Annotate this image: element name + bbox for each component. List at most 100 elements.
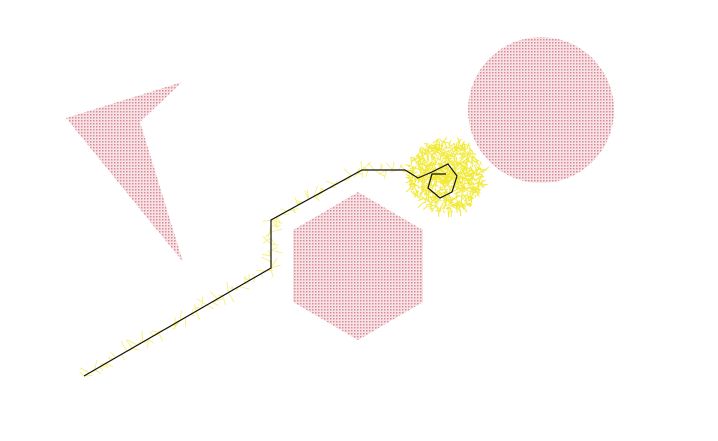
tree-branch [190,307,195,315]
tree-branch [270,258,278,269]
tree-branch [479,161,483,166]
tree-branch [270,237,276,246]
tree-branch [469,197,475,201]
tree-branch [473,165,478,172]
tree-branch [121,354,125,361]
tree-branch [434,143,439,147]
tree-branch [420,187,425,190]
tree-branch [462,205,468,213]
tree-branch [457,171,460,176]
tree-branch [413,177,417,181]
tree-branch [469,165,472,171]
tree-branch [455,167,459,171]
tree-branch [450,168,454,176]
tree-branch [471,183,476,188]
tree-branch [461,160,467,166]
tree-branch [125,339,133,349]
tree-branch [447,200,452,207]
tree-branch [435,147,442,154]
tree-branch [422,189,431,193]
tree-branch [440,202,444,208]
tree-branch [434,183,437,186]
tree-branch [446,153,454,158]
tree-branch [444,178,450,184]
tree-branch [432,150,438,157]
tree-branch [127,339,138,346]
tree-branch [433,140,439,148]
tree-branch [447,168,452,175]
tree-branch [449,160,454,163]
tree-branch [429,166,434,171]
tree-branch [412,166,416,170]
tree-branch [446,184,450,188]
tree-branch [467,187,475,191]
circle-obstacle [468,37,614,183]
tree-branch [443,207,446,210]
tree-branch [417,165,425,170]
tree-branch [440,151,445,156]
tree-branch [448,210,452,215]
tree-branch [444,200,448,206]
tree-branch [431,162,435,170]
tree-branch [477,170,484,175]
tree-branch [443,192,445,198]
tree-branch [473,191,480,194]
tree-branch [344,168,352,177]
tree-branch [474,177,480,182]
tree-branch [443,185,447,190]
tree-branch [451,205,458,210]
tree-branch [464,161,467,163]
tree-branch [313,196,320,202]
tree-branch [421,185,425,191]
tree-branch [408,164,412,168]
tree-branch [438,190,444,196]
tree-branch [453,174,458,182]
tree-branch [463,194,467,197]
tree-branch [428,151,431,155]
tree-branch [475,187,481,192]
tree-branch [461,197,464,200]
tree-branch [306,189,309,200]
tree-branch [421,161,429,164]
tree-branch [431,209,434,213]
tree-branch [158,332,164,342]
tree-branch [422,201,427,204]
tree-branch [141,330,144,343]
tree-branch [457,138,462,143]
tree-branch [455,203,461,212]
tree-branch [425,195,428,201]
tree-branch [421,152,424,160]
tree-branch [458,171,462,175]
tree-branch [445,158,450,165]
tree-branch [227,292,235,303]
tree-branch [456,203,464,209]
tree-branch [147,338,149,349]
tree-branch [430,206,438,210]
tree-branch [465,160,469,165]
tree-branch [99,366,103,371]
tree-branch [476,164,481,172]
tree-branch [179,310,182,321]
tree-branch [443,141,448,149]
tree-branch [450,148,455,153]
tree-branch [262,235,272,245]
tree-branch [383,169,388,180]
tree-branch [464,176,470,184]
tree-branch [172,320,181,330]
tree-branch [417,167,420,170]
tree-branch [455,142,458,148]
tree-branch [430,204,438,207]
tree-branch [417,155,420,160]
tree-branch [453,142,456,145]
tree-branch [226,282,229,293]
tree-branch [462,171,467,177]
tree-branch [423,150,430,156]
tree-branch [431,158,434,161]
tree-branch [415,162,421,168]
tree-branch [94,359,98,370]
tree-branch [452,144,456,149]
tree-branch [149,331,154,337]
tree-branch [413,184,417,188]
tree-branch [416,189,419,197]
